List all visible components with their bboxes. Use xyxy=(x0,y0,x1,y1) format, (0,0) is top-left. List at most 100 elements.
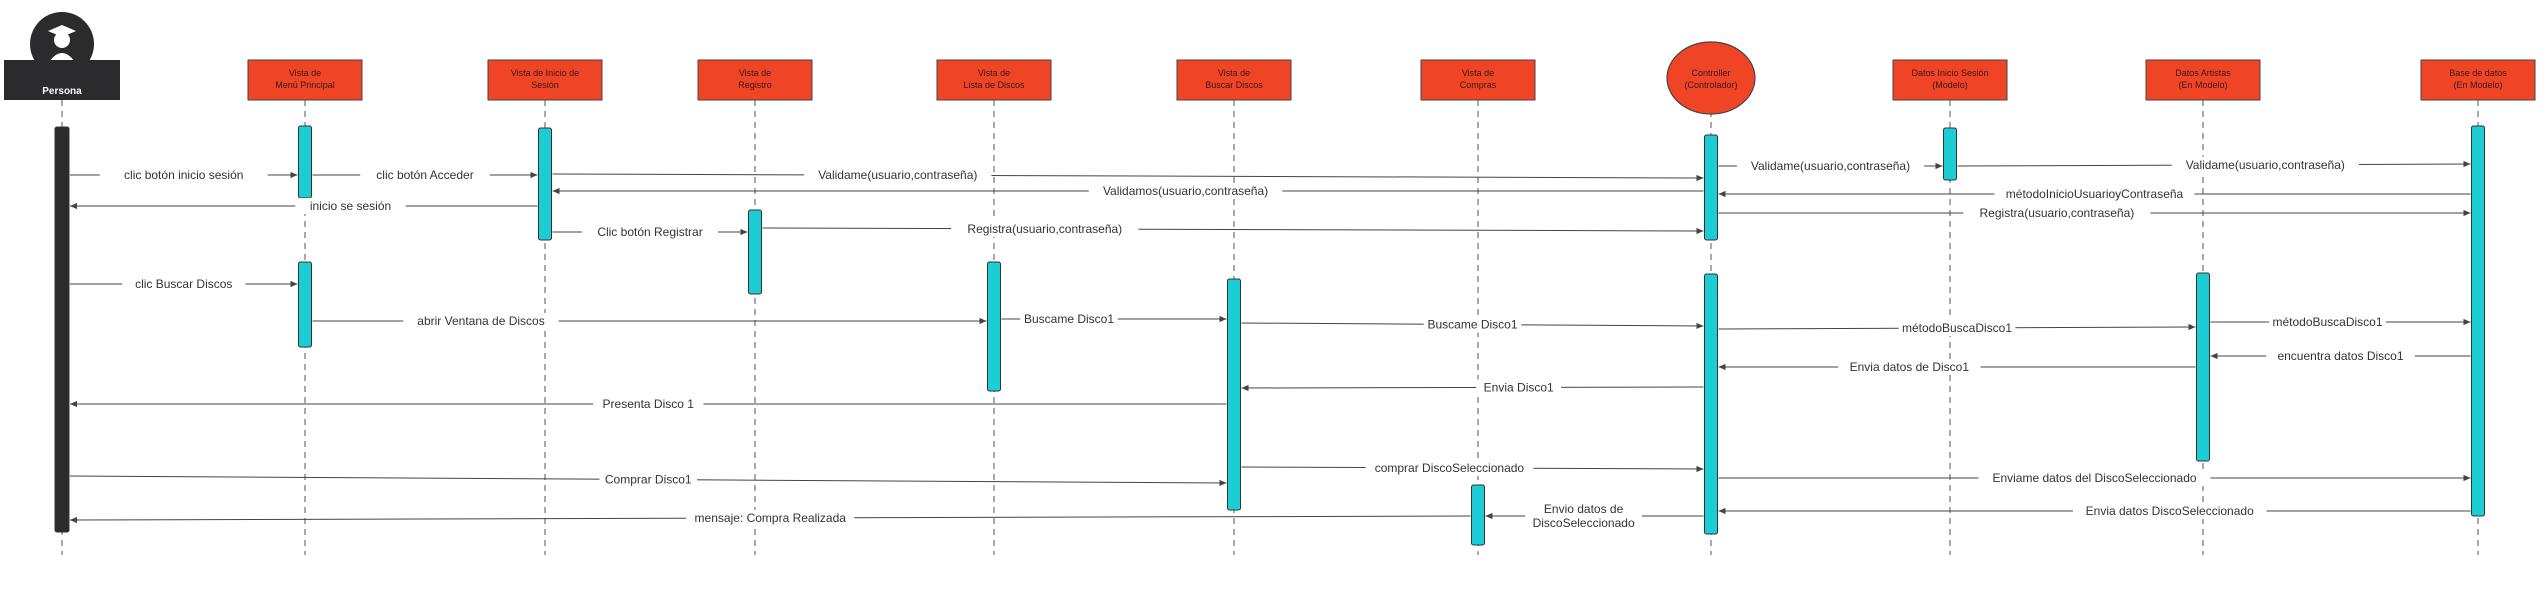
actor-name: Persona xyxy=(42,86,82,97)
participant-shape xyxy=(1176,59,1292,101)
message-label: Validamos(usuario,contraseña) xyxy=(1103,184,1268,198)
participant-label: Base de datos(En Modelo) xyxy=(2449,68,2507,90)
message-label: Envia Disco1 xyxy=(1484,380,1554,394)
activation-compras xyxy=(1471,484,1485,546)
message-10: Clic botón Registrar xyxy=(552,224,748,240)
message-label: Registra(usuario,contraseña) xyxy=(1980,206,2135,220)
participant-shape xyxy=(1892,59,2008,101)
message-label: inicio se sesión xyxy=(310,199,391,213)
message-20: Envia Disco1 xyxy=(1241,379,1704,396)
message-14: Buscame Disco1 xyxy=(1001,311,1227,327)
actor-box xyxy=(4,60,120,100)
participant-shape xyxy=(1666,41,1756,115)
activation-lista xyxy=(987,261,1001,392)
activation-registro xyxy=(748,209,762,295)
message-label: Validame(usuario,contraseña) xyxy=(2186,158,2345,172)
participant-shape xyxy=(247,59,363,101)
participant-shape xyxy=(2420,59,2536,101)
activation-controller xyxy=(1704,273,1718,535)
message-label: encuentra datos Disco1 xyxy=(2277,349,2403,363)
message-label: Envia datos DiscoSeleccionado xyxy=(2086,504,2254,518)
participant-label: Controller(Controlador) xyxy=(1684,68,1737,90)
message-label: clic botón Acceder xyxy=(376,168,473,182)
message-label: métodoBuscaDisco1 xyxy=(1902,321,2012,335)
message-6: Validamos(usuario,contraseña) xyxy=(552,183,1704,199)
participant-bd: Base de datos(En Modelo) xyxy=(2420,59,2536,101)
participant-datosArtistas: Datos Artistas(En Modelo) xyxy=(2145,59,2261,101)
message-arrow xyxy=(762,227,1704,235)
message-19: Envia datos de Disco1 xyxy=(1718,359,2196,375)
message-label: Envia datos de Disco1 xyxy=(1850,360,1970,374)
activation-actor xyxy=(54,126,70,533)
message-12: clic Buscar Discos xyxy=(70,276,298,292)
activation-menu xyxy=(298,125,312,199)
message-16: métodoBuscaDisco1 xyxy=(2210,314,2471,330)
message-label: Clic botón Registrar xyxy=(597,225,702,239)
graduate-user-icon xyxy=(48,25,76,62)
message-label: Buscame Disco1 xyxy=(1024,312,1114,326)
activation-datosSesion xyxy=(1943,127,1957,181)
message-2: clic botón Acceder xyxy=(312,167,538,183)
message-label: abrir Ventana de Discos xyxy=(417,314,544,328)
activation-login xyxy=(538,127,552,241)
message-17: métodoBuscaDisco1 xyxy=(1718,320,2196,336)
message-25: Envia datos DiscoSeleccionado xyxy=(1718,503,2471,519)
message-23: Enviame datos del DiscoSeleccionado xyxy=(1718,470,2471,486)
message-8: inicio se sesión xyxy=(70,198,538,214)
message-label: métodoBuscaDisco1 xyxy=(2272,315,2382,329)
participant-label: Datos Artistas(En Modelo) xyxy=(2175,68,2231,90)
message-label: comprar DiscoSeleccionado xyxy=(1375,461,1525,475)
message-24: Comprar Disco1 xyxy=(69,471,1227,488)
message-label: Presenta Disco 1 xyxy=(603,397,695,411)
message-label: clic Buscar Discos xyxy=(135,277,232,291)
message-5: Validame(usuario,contraseña) xyxy=(1957,156,2471,173)
message-27: mensaje: Compra Realizada xyxy=(69,510,1471,526)
message-3: Validame(usuario,contraseña) xyxy=(552,167,1704,184)
message-1: clic botón inicio sesión xyxy=(70,167,298,183)
activation-buscar xyxy=(1227,278,1241,511)
message-7: métodoInicioUsuarioyContraseña xyxy=(1718,186,2471,202)
message-18: encuentra datos Disco1 xyxy=(2210,348,2471,364)
participant-shape xyxy=(487,59,603,101)
participant-shape xyxy=(1420,59,1536,101)
message-label: Comprar Disco1 xyxy=(605,473,692,487)
message-label: Enviame datos del DiscoSeleccionado xyxy=(1992,471,2196,485)
message-13: abrir Ventana de Discos xyxy=(312,313,987,329)
participant-label: Datos Inicio Sesión(Modelo) xyxy=(1911,68,1988,90)
message-15: Buscame Disco1 xyxy=(1241,316,1704,333)
actor-persona: Persona xyxy=(4,12,120,100)
message-label: Validame(usuario,contraseña) xyxy=(818,168,977,182)
activation-menu xyxy=(298,261,312,348)
message-label: Buscame Disco1 xyxy=(1427,318,1517,332)
participant-controller: Controller(Controlador) xyxy=(1666,41,1756,115)
message-4: Validame(usuario,contraseña) xyxy=(1718,158,1943,174)
message-22: comprar DiscoSeleccionado xyxy=(1241,459,1704,476)
participant-datosSesion: Datos Inicio Sesión(Modelo) xyxy=(1892,59,2008,101)
participant-shape xyxy=(2145,59,2261,101)
message-11: Registra(usuario,contraseña) xyxy=(762,220,1704,237)
message-label: Registra(usuario,contraseña) xyxy=(967,222,1122,236)
message-label: métodoInicioUsuarioyContraseña xyxy=(2006,187,2184,201)
message-label: Validame(usuario,contraseña) xyxy=(1751,159,1910,173)
message-9: Registra(usuario,contraseña) xyxy=(1718,205,2471,221)
participant-shape xyxy=(936,59,1052,101)
message-label: mensaje: Compra Realizada xyxy=(695,511,847,525)
message-arrow xyxy=(552,173,1704,182)
activation-datosArtistas xyxy=(2196,272,2210,462)
participant-shape xyxy=(697,59,813,101)
activation-controller xyxy=(1704,134,1718,241)
